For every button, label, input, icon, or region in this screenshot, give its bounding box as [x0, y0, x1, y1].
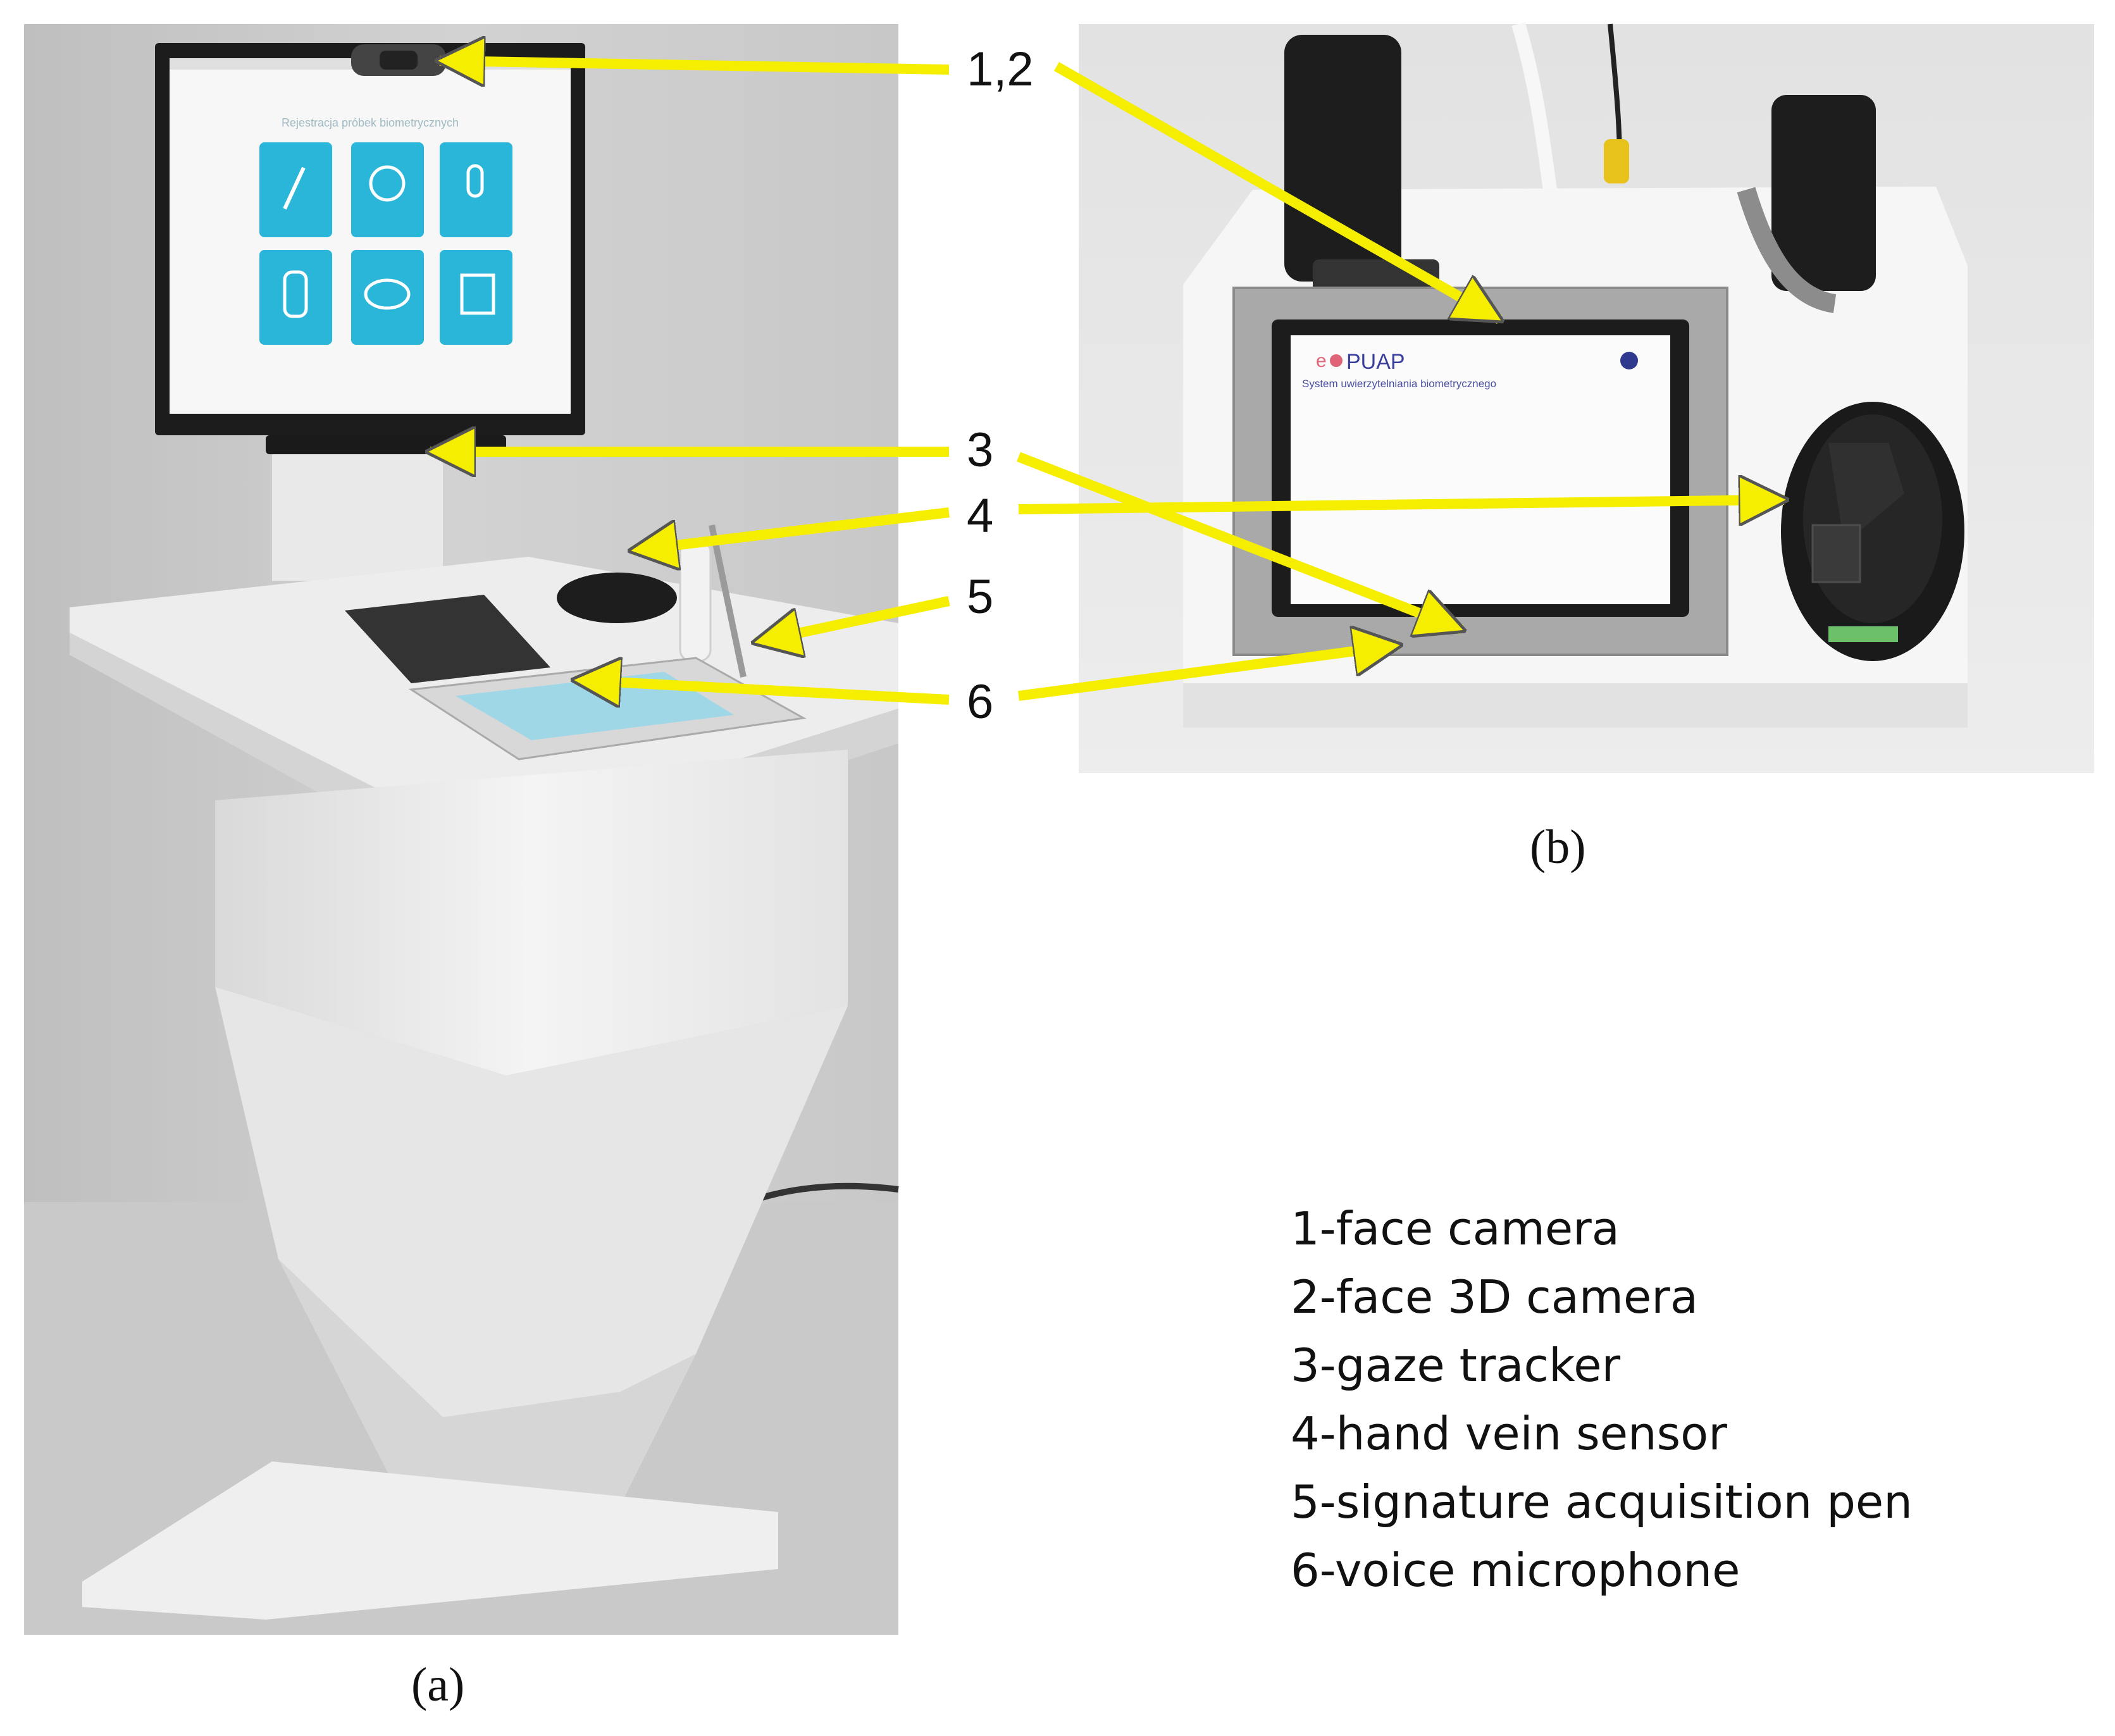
face-camera-phone — [1284, 35, 1401, 282]
tablet-logo-text: PUAP — [1346, 350, 1405, 374]
caption-a: (a) — [411, 1658, 465, 1711]
callout-5: 5 — [967, 570, 994, 624]
svg-text:e: e — [1316, 350, 1327, 371]
desk-tablet — [345, 595, 550, 683]
tablet-screen — [1291, 335, 1670, 604]
callout-1-2: 1,2 — [967, 42, 1034, 96]
legend-item: 5-signature acquisition pen — [1291, 1475, 1913, 1528]
tablet-subtitle: System uwierzytelniania biometrycznego — [1302, 378, 1496, 390]
signature-pen-holder — [679, 540, 712, 662]
callout-6: 6 — [967, 675, 994, 729]
legend: 1-face camera 2-face 3D camera 3-gaze tr… — [1291, 1194, 1913, 1604]
legend-item: 2-face 3D camera — [1291, 1270, 1699, 1324]
signature-pen — [709, 524, 747, 678]
caption-b: (b) — [1530, 821, 1586, 874]
callout-4: 4 — [967, 489, 994, 543]
legend-item: 3-gaze tracker — [1291, 1339, 1621, 1392]
legend-item: 4-hand vein sensor — [1291, 1407, 1727, 1460]
kiosk-tiles — [259, 142, 512, 345]
photo-a: Rejestracja próbek biometrycznych — [24, 24, 899, 1635]
legend-item: 6-voice microphone — [1291, 1544, 1740, 1597]
kiosk-monitor: Rejestracja próbek biometrycznych — [155, 43, 585, 454]
kiosk-screen-title: Rejestracja próbek biometrycznych — [282, 116, 459, 129]
legend-item: 1-face camera — [1291, 1202, 1620, 1255]
callout-arrows — [430, 61, 1784, 700]
hand-vein-sensor — [557, 573, 677, 623]
photo-b: e PUAP System uwierzytelniania biometryc… — [1079, 22, 2094, 773]
face-3d-camera-phone — [1771, 95, 1876, 291]
kiosk-pedestal — [82, 750, 848, 1620]
callout-3: 3 — [967, 423, 994, 477]
